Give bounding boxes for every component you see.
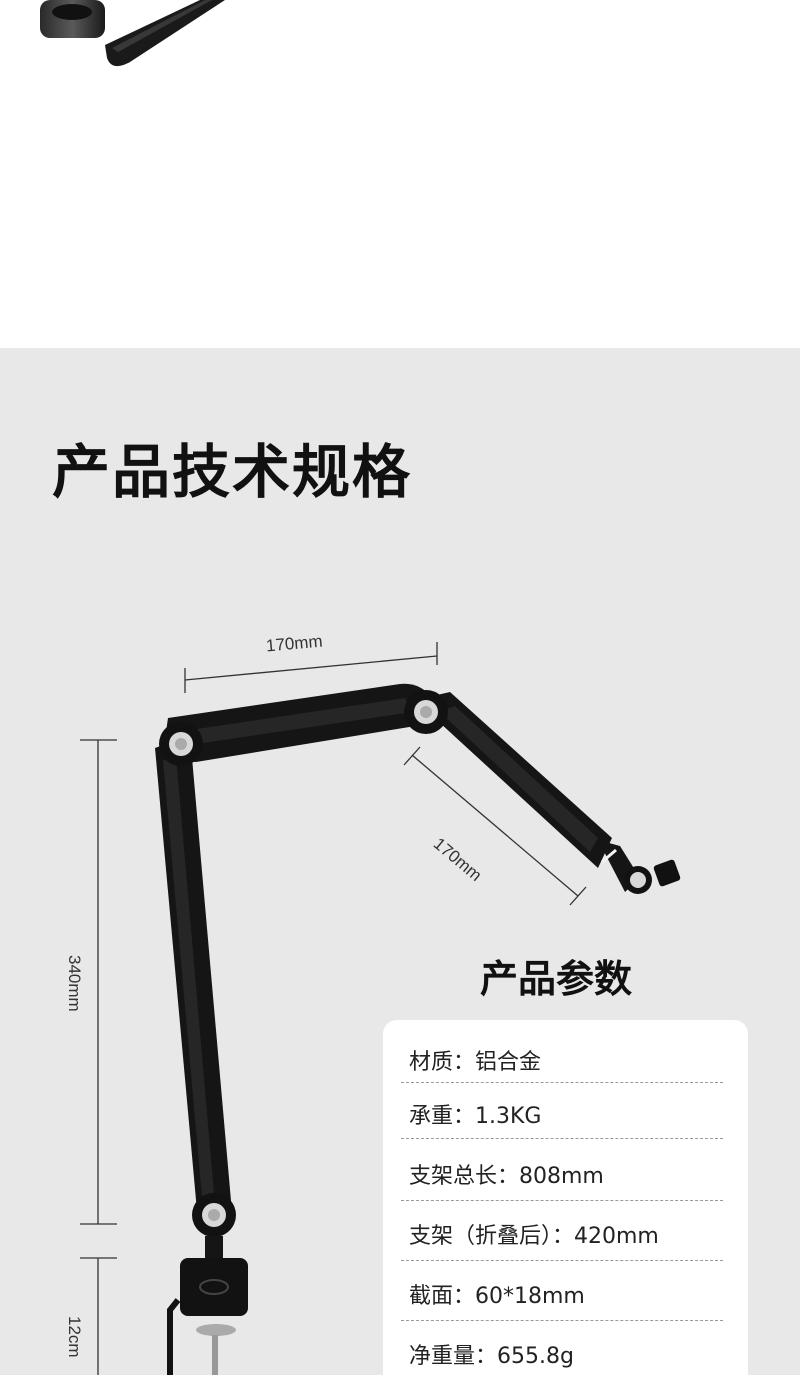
param-cross-section: 截面：60*18mm [409, 1284, 585, 1309]
dimension-line-base [80, 1257, 117, 1375]
page-title: 产品技术规格 [52, 438, 413, 506]
dimension-line-forearm [403, 746, 587, 906]
param-load-capacity: 承重：1.3KG [409, 1104, 542, 1129]
param-divider [401, 1320, 723, 1321]
mic-joint [624, 866, 652, 894]
params-title: 产品参数 [480, 957, 633, 1001]
dimension-label-base: 12cm [65, 1316, 84, 1358]
params-card: 材质：铝合金 承重：1.3KG 支架总长：808mm 支架（折叠后）：420mm… [383, 1020, 748, 1400]
dimension-line-vertical-arm [80, 739, 117, 1225]
desk-clamp-base [167, 1258, 248, 1375]
upper-joint-right [404, 690, 448, 734]
product-image-top [0, 0, 800, 348]
param-divider [401, 1138, 723, 1139]
mount-adapter-image [40, 0, 225, 67]
param-divider [401, 1082, 723, 1083]
param-folded-length: 支架（折叠后）：420mm [409, 1224, 659, 1249]
dimension-label-vertical-arm: 340mm [65, 955, 84, 1012]
dimension-line-upper-arm [184, 642, 438, 693]
upper-joint-left [159, 722, 203, 766]
param-divider [401, 1200, 723, 1201]
param-total-length: 支架总长：808mm [409, 1164, 604, 1189]
param-net-weight: 净重量：655.8g [409, 1344, 574, 1369]
param-material: 材质：铝合金 [409, 1050, 542, 1075]
param-divider [401, 1260, 723, 1261]
lower-joint [192, 1193, 236, 1237]
